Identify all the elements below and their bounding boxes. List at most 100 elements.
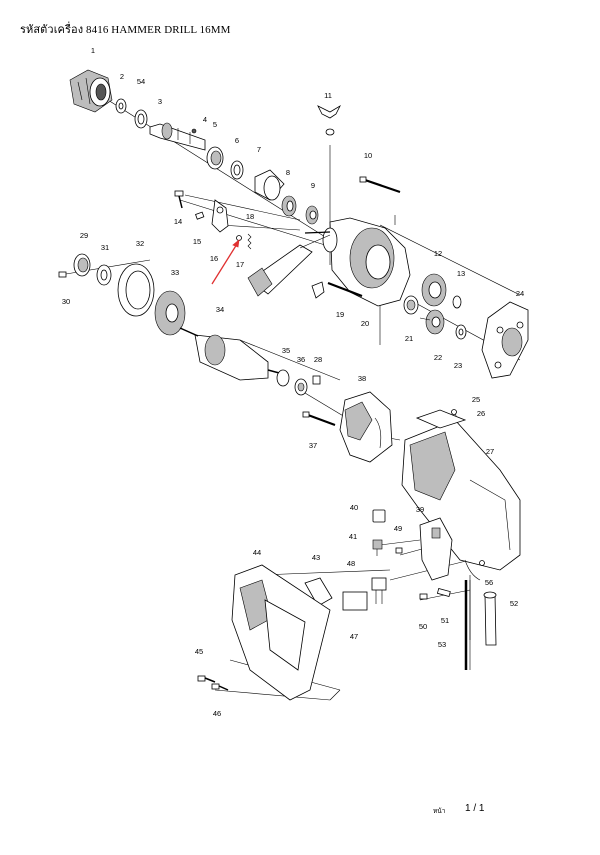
- part-screw-10: [359, 176, 401, 194]
- label-part-8: 8: [286, 168, 290, 177]
- part-bearing-35: [276, 369, 290, 387]
- part-ring-54: [134, 109, 148, 129]
- label-part-29: 29: [80, 231, 88, 240]
- part-washer-2: [115, 98, 127, 114]
- part-carbon-brush-41: [372, 539, 383, 556]
- part-field-38: [339, 391, 393, 463]
- label-part-35: 35: [282, 346, 290, 355]
- label-part-18: 18: [246, 212, 254, 221]
- label-part-6: 6: [235, 136, 239, 145]
- label-part-3: 3: [158, 97, 162, 106]
- label-part-20: 20: [361, 319, 369, 328]
- part-cord-guard-56: [464, 559, 485, 581]
- part-depth-rod: [304, 231, 331, 234]
- label-part-26: 26: [477, 409, 485, 418]
- part-cord-53: [464, 580, 471, 670]
- part-spindle: [149, 122, 206, 151]
- part-lever-16: [211, 199, 229, 233]
- part-screw-37: [302, 411, 336, 426]
- label-part-48: 48: [347, 559, 355, 568]
- part-screw-50: [419, 593, 428, 600]
- part-bushing-28: [312, 375, 321, 385]
- part-screw-30: [58, 271, 67, 278]
- part-spring-18: [247, 233, 252, 250]
- part-bearing-21: [403, 295, 419, 315]
- part-ring-6: [230, 160, 244, 180]
- part-insulation-washer-36: [294, 378, 308, 396]
- part-handle-cover-44: [231, 564, 331, 701]
- label-part-13: 13: [457, 269, 465, 278]
- part-chuck: [69, 69, 113, 113]
- part-screw-14: [174, 190, 184, 209]
- part-cord-guard-52: [483, 591, 497, 646]
- label-part-7: 7: [257, 145, 261, 154]
- label-part-25: 25: [472, 395, 480, 404]
- label-part-50: 50: [419, 622, 427, 631]
- part-fan-33: [154, 290, 186, 336]
- part-baffle-plate-32: [117, 263, 155, 317]
- part-switch-39: [419, 517, 453, 581]
- part-washer-23: [455, 324, 467, 340]
- label-part-44: 44: [253, 548, 261, 557]
- label-part-4: 4: [203, 115, 207, 124]
- part-washer-13: [452, 295, 462, 309]
- label-part-37: 37: [309, 441, 317, 450]
- label-part-53: 53: [438, 640, 446, 649]
- label-part-23: 23: [454, 361, 462, 370]
- part-bearing-box-24: [481, 301, 529, 379]
- label-part-21: 21: [405, 334, 413, 343]
- part-gear-12: [421, 273, 447, 307]
- label-part-2: 2: [120, 72, 124, 81]
- label-part-31: 31: [101, 243, 109, 252]
- part-switch-lever-43: [304, 577, 333, 607]
- label-part-41: 41: [349, 532, 357, 541]
- label-part-36: 36: [297, 355, 305, 364]
- part-armature-34: [179, 327, 284, 381]
- part-screw-45: [197, 675, 216, 683]
- part-rubber-ring-31: [96, 264, 112, 286]
- part-bearing-29: [73, 253, 91, 277]
- label-part-22: 22: [434, 353, 442, 362]
- label-part-1: 1: [91, 46, 95, 55]
- label-part-49: 49: [394, 524, 402, 533]
- part-wing-bolt-19: [311, 281, 363, 299]
- label-part-56: 56: [485, 578, 493, 587]
- part-screw-46: [211, 683, 229, 691]
- label-part-9: 9: [311, 181, 315, 190]
- part-gear-housing-20: [322, 217, 411, 307]
- part-sleeve-7: [254, 169, 285, 201]
- label-part-5: 5: [213, 120, 217, 129]
- part-bearing-5: [206, 146, 224, 170]
- part-steel-ball-4: [191, 128, 197, 134]
- label-part-47: 47: [350, 632, 358, 641]
- label-part-12: 12: [434, 249, 442, 258]
- part-clutch-9: [305, 205, 319, 225]
- page-title: รหัสตัวเครื่อง 8416 HAMMER DRILL 16MM: [20, 24, 231, 36]
- part-screw-25: [451, 409, 457, 415]
- label-part-40: 40: [350, 503, 358, 512]
- part-side-handle: [247, 234, 331, 297]
- label-part-52: 52: [510, 599, 518, 608]
- label-part-27: 27: [486, 447, 494, 456]
- label-part-10: 10: [364, 151, 372, 160]
- label-part-14: 14: [174, 217, 182, 226]
- label-part-33: 33: [171, 268, 179, 277]
- part-strain-relief-51: [436, 588, 451, 597]
- part-brush-holder-40: [372, 509, 386, 523]
- label-part-39: 39: [416, 505, 424, 514]
- part-number-labels: 1 2 54 3 4 5 6 7 8 9 10 11 12 13 14 15 1…: [62, 46, 524, 718]
- part-wing-bolt-11: [317, 104, 341, 136]
- label-part-45: 45: [195, 647, 203, 656]
- label-part-16: 16: [210, 254, 218, 263]
- page-number: 1 / 1: [465, 803, 485, 814]
- label-part-38: 38: [358, 374, 366, 383]
- part-motor-housing-27: [401, 419, 521, 571]
- label-part-51: 51: [441, 616, 449, 625]
- label-part-46: 46: [213, 709, 221, 718]
- part-screw-49: [395, 547, 403, 554]
- label-part-54: 54: [137, 77, 145, 86]
- part-pin-15: [195, 211, 205, 220]
- label-part-32: 32: [136, 239, 144, 248]
